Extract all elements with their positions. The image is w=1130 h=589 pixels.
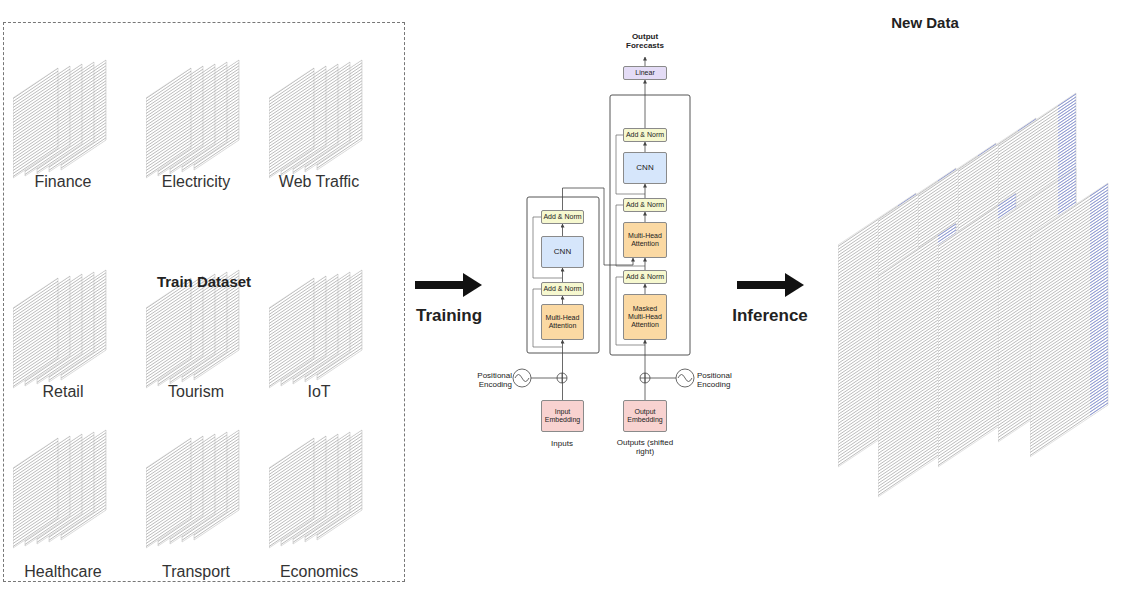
encoder-block <box>527 197 599 353</box>
inference-arrow <box>737 273 804 297</box>
flow-arrow <box>645 80 646 128</box>
flow-arrow <box>645 340 646 400</box>
dataset-item: Tourism <box>141 377 251 401</box>
flow-arrow <box>562 296 563 304</box>
box-label: Web Traffic <box>279 173 359 191</box>
arrow-label: Training <box>405 306 493 326</box>
flow-arrow <box>562 268 563 282</box>
box-label: Tourism <box>168 383 224 401</box>
box-label: Input Embedding <box>543 408 582 424</box>
data-cube <box>146 60 239 178</box>
dataset-item: Healthcare <box>8 557 118 581</box>
dataset-item: Transport <box>141 557 251 581</box>
embedding-layer: Output Embedding <box>623 400 667 432</box>
box-label: Add & Norm <box>543 285 581 293</box>
box-label: IoT <box>307 383 330 401</box>
box-label: Add & Norm <box>543 213 581 221</box>
flow-arrow <box>645 212 646 222</box>
add-norm-layer: Add & Norm <box>623 198 667 212</box>
box-label: Healthcare <box>24 563 101 581</box>
cnn-layer: CNN <box>623 152 667 184</box>
box-label: CNN <box>554 247 571 256</box>
panel-title: Train Dataset <box>157 273 251 290</box>
attention-layer: Multi-Head Attention <box>623 222 667 258</box>
cnn-layer: CNN <box>541 236 584 268</box>
encoding-label: Positional Encoding <box>697 371 749 389</box>
dataset-item: Retail <box>8 377 118 401</box>
add-norm-layer: Add & Norm <box>541 210 584 224</box>
embedding-layer: Input Embedding <box>541 400 584 432</box>
dataset-panel: Train Dataset Finance Electricity Web Traff… <box>3 22 405 582</box>
decoder-block <box>610 95 690 355</box>
data-cube <box>269 60 362 178</box>
dataset-item: Finance <box>8 167 118 191</box>
output-label: Output Forecasts <box>615 32 675 50</box>
input-label: Inputs <box>532 439 592 448</box>
box-label: Linear <box>635 69 654 77</box>
flow-arrow <box>562 224 563 236</box>
box-label: Add & Norm <box>626 273 664 281</box>
data-cube <box>13 270 106 388</box>
add-norm-layer: Add & Norm <box>623 270 667 284</box>
box-label: CNN <box>636 163 653 172</box>
data-cube <box>13 430 106 548</box>
output-label: Outputs (shifted right) <box>610 438 680 456</box>
flow-arrow <box>562 340 563 400</box>
box-label: Multi-Head Attention <box>543 314 582 330</box>
training-arrow <box>415 273 482 297</box>
arrow-label: Inference <box>725 306 815 326</box>
box-label: Electricity <box>162 173 230 191</box>
box-label: Retail <box>43 383 84 401</box>
positional-encoding <box>513 369 694 387</box>
masked-attention-layer: Masked Multi-Head Attention <box>623 294 667 340</box>
dataset-item: IoT <box>264 377 374 401</box>
box-label: Transport <box>162 563 230 581</box>
data-page <box>1030 183 1108 457</box>
dataset-item: Electricity <box>141 167 251 191</box>
box-label: Add & Norm <box>626 201 664 209</box>
dataset-item: Economics <box>264 557 374 581</box>
box-label: Output Embedding <box>625 408 665 424</box>
add-norm-layer: Add & Norm <box>541 282 584 296</box>
box-label: Economics <box>280 563 358 581</box>
box-label: Multi-Head Attention <box>625 232 665 248</box>
linear-layer: Linear <box>623 66 667 80</box>
box-label: Masked Multi-Head Attention <box>625 305 665 329</box>
flow-arrow <box>645 284 646 294</box>
box-label: Finance <box>35 173 92 191</box>
flow-arrow <box>645 142 646 152</box>
add-norm-layer: Add & Norm <box>623 128 667 142</box>
section-title: New Data <box>860 14 990 31</box>
dataset-item: Web Traffic <box>264 167 374 191</box>
data-cube <box>269 270 362 388</box>
box-label: Add & Norm <box>626 131 664 139</box>
flow-arrow <box>645 258 646 270</box>
attention-layer: Multi-Head Attention <box>541 304 584 340</box>
encoding-label: Positional Encoding <box>460 371 512 389</box>
flow-arrow <box>645 184 646 198</box>
data-cube <box>269 430 362 548</box>
output-arrow <box>645 57 646 66</box>
data-cube <box>13 60 106 178</box>
data-cube <box>146 430 239 548</box>
